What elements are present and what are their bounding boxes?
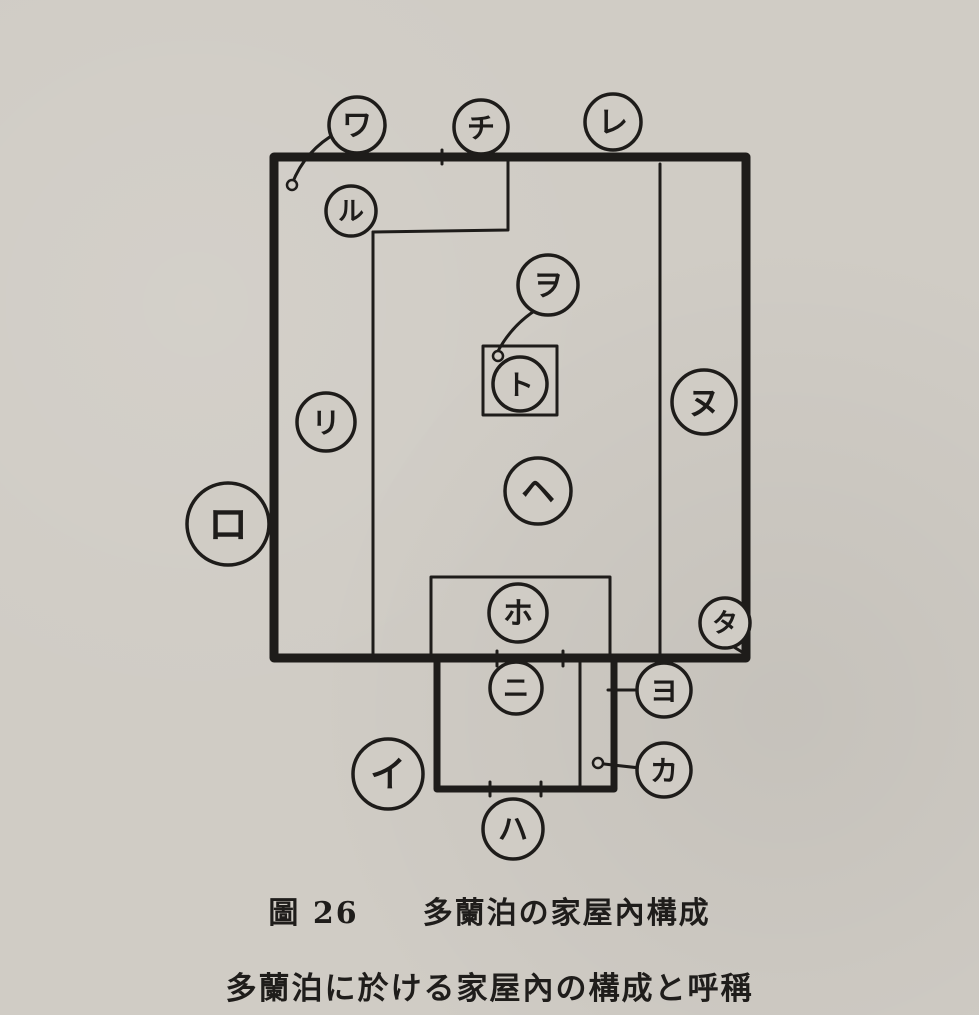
lower-central-room (429, 575, 612, 660)
label-circle-nu (670, 368, 738, 436)
label-circle-chi (516, 253, 580, 317)
label-circle-ka (635, 741, 693, 799)
label-circle-wa (327, 95, 387, 155)
figure-subtitle: 多蘭泊に於ける家屋內の構成と呼稱 (225, 971, 754, 1007)
figure-caption: 圖 26 多蘭泊の家屋內構成 (0, 888, 979, 932)
label-circle-re (452, 98, 510, 156)
point-marker-wa (285, 178, 299, 192)
label-nu: ヌ (688, 384, 720, 422)
hearth-box (481, 344, 559, 417)
house-floor-plan-diagram: ワ チ レ ル ヲ ト リ ヌ ヘ ロ ホ タ ニ ヨ イ カ ハ (185, 92, 752, 861)
label-circle-yo (635, 661, 693, 719)
label-i: イ (370, 755, 406, 796)
label-circle-i (351, 737, 425, 811)
label-ho: ホ (503, 597, 533, 632)
figure-title: 多蘭泊の家屋內構成 (422, 896, 711, 931)
label-re: レ (598, 106, 628, 141)
label-ha: ハ (498, 813, 528, 848)
label-circle-ho (487, 582, 549, 644)
label-ru: ル (338, 197, 364, 227)
label-circle-ro (185, 481, 271, 567)
top-inner-box (371, 158, 510, 234)
label-ni: ニ (503, 674, 529, 704)
label-to: ト (506, 369, 534, 402)
point-marker-ka (591, 756, 605, 770)
label-circle-ta-top (583, 92, 643, 152)
label-wo: ヲ (533, 269, 563, 304)
label-ri: リ (311, 406, 340, 440)
label-ro: ロ (208, 502, 248, 548)
label-circle-ta (698, 596, 752, 650)
label-circle-to (491, 355, 549, 413)
label-wa: ワ (342, 109, 372, 144)
label-ta: タ (712, 609, 738, 639)
label-circle-ri (295, 391, 357, 453)
label-he: ヘ (521, 472, 555, 512)
label-circle-ni (488, 660, 544, 716)
label-yo: ヨ (650, 675, 678, 708)
label-circle-ha (481, 797, 545, 861)
label-circle-ru (324, 184, 378, 238)
figure-number: 圖 26 (268, 896, 359, 931)
house-outer-wall (269, 152, 751, 663)
label-ka: カ (650, 755, 678, 788)
point-marker-chi (491, 349, 505, 363)
label-chi-top: チ (467, 112, 495, 145)
entry-annex-wall (433, 654, 618, 793)
leader-line-ka (602, 762, 642, 770)
label-circle-he (503, 456, 573, 526)
